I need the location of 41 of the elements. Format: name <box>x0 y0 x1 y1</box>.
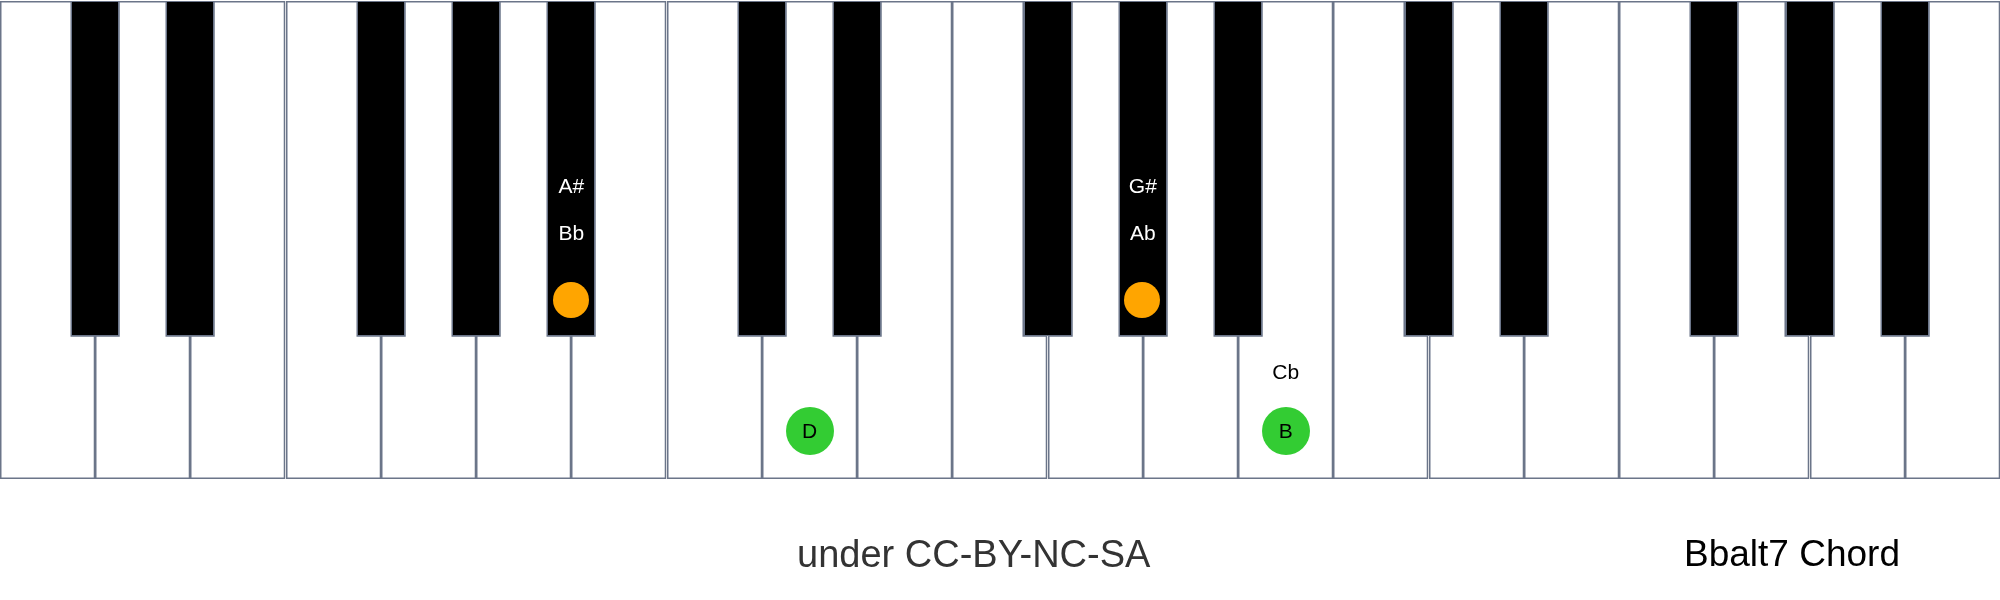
chord-title: Bbalt7 Chord <box>1684 535 1900 572</box>
note-name: Ab <box>1129 221 1157 245</box>
note-name: A# <box>557 174 586 198</box>
natural-key <box>952 1 1048 479</box>
natural-key <box>95 1 191 479</box>
note-name: G# <box>1127 174 1158 198</box>
natural-key <box>190 1 286 479</box>
accidental-key <box>833 1 882 336</box>
accidental-key <box>547 1 596 336</box>
accidental-key <box>356 1 405 336</box>
note-name: Bb <box>557 221 586 245</box>
accidental-key <box>1023 1 1072 336</box>
natural-key <box>1904 1 2000 479</box>
note-dot-icon <box>1124 281 1161 318</box>
natural-key <box>1809 1 1905 479</box>
note-dot-icon <box>552 281 589 318</box>
license-note: under CC-BY-NC-SA <box>797 535 1151 573</box>
natural-key <box>1333 1 1429 479</box>
accidental-key <box>1785 1 1834 336</box>
accidental-key <box>71 1 120 336</box>
natural-key <box>380 1 477 479</box>
natural-key <box>285 1 381 479</box>
natural-key <box>857 1 953 479</box>
natural-key <box>1523 1 1620 479</box>
note-name: Cb <box>1271 360 1301 384</box>
natural-key <box>761 1 858 479</box>
accidental-key <box>1880 1 1929 336</box>
accidental-key <box>737 1 786 336</box>
natural-key <box>666 1 762 479</box>
accidental-key <box>166 1 215 336</box>
accidental-key <box>1690 1 1739 336</box>
natural-key <box>1428 1 1524 479</box>
natural-key <box>1619 1 1715 479</box>
natural-key <box>0 1 96 479</box>
accidental-key <box>1404 1 1453 336</box>
natural-key <box>1714 1 1810 479</box>
accidental-key <box>1499 1 1548 336</box>
accidental-key <box>452 1 501 336</box>
accidental-key <box>1118 1 1167 336</box>
natural-key <box>1238 1 1334 479</box>
accidental-key <box>1214 1 1263 336</box>
